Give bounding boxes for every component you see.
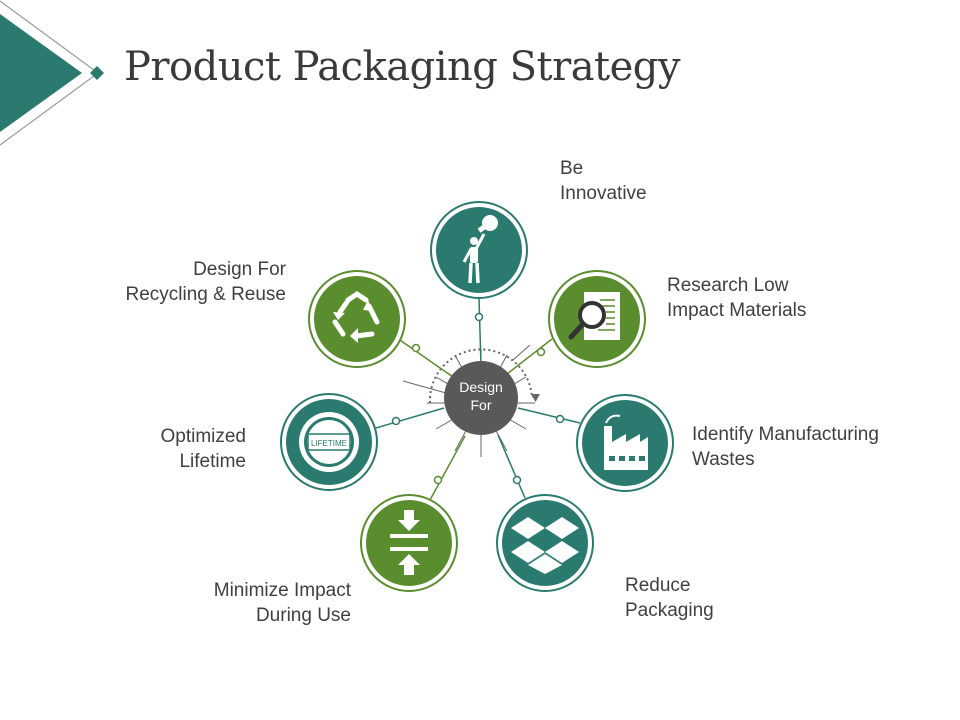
rotation-dashed-arc xyxy=(428,348,533,404)
person-holding-lightbulb-icon xyxy=(462,215,498,284)
center-hub xyxy=(444,361,518,435)
center-label: Design For xyxy=(444,378,518,414)
label-minimize-impact: Minimize Impact During Use xyxy=(213,580,351,626)
factory-icon xyxy=(604,414,648,470)
node-be-innovative xyxy=(430,201,528,299)
lifetime-badge-text: LIFETIME xyxy=(311,439,347,448)
magnifier-document-icon xyxy=(568,292,620,340)
label-reduce-packaging: Reduce Packaging xyxy=(625,575,714,621)
page-title: Product Packaging Strategy xyxy=(124,44,681,90)
label-research-materials: Research Low Impact Materials xyxy=(667,275,807,321)
lifetime-badge-icon: LIFETIME xyxy=(299,412,359,472)
center-label-line1: Design xyxy=(459,379,503,395)
label-be-innovative: Be Innovative xyxy=(560,158,647,204)
corner-decoration xyxy=(0,0,104,146)
node-minimize-impact xyxy=(360,494,458,592)
node-optimized-lifetime: LIFETIME xyxy=(280,393,378,491)
label-optimized-lifetime: Optimized Lifetime xyxy=(160,426,246,472)
node-manufacturing-wastes xyxy=(576,394,674,492)
label-recycling-reuse: Design For Recycling & Reuse xyxy=(125,259,286,305)
node-research-materials xyxy=(548,270,646,368)
connectors xyxy=(375,297,581,501)
label-manufacturing-wastes: Identify Manufacturing Wastes xyxy=(692,424,879,470)
recycle-icon xyxy=(332,290,380,343)
node-reduce-packaging xyxy=(496,494,594,592)
compress-arrows-icon xyxy=(390,510,428,575)
node-recycling-reuse xyxy=(308,270,406,368)
center-label-line2: For xyxy=(470,397,492,413)
rotation-arrowhead xyxy=(531,394,540,402)
box-icon xyxy=(511,517,579,574)
